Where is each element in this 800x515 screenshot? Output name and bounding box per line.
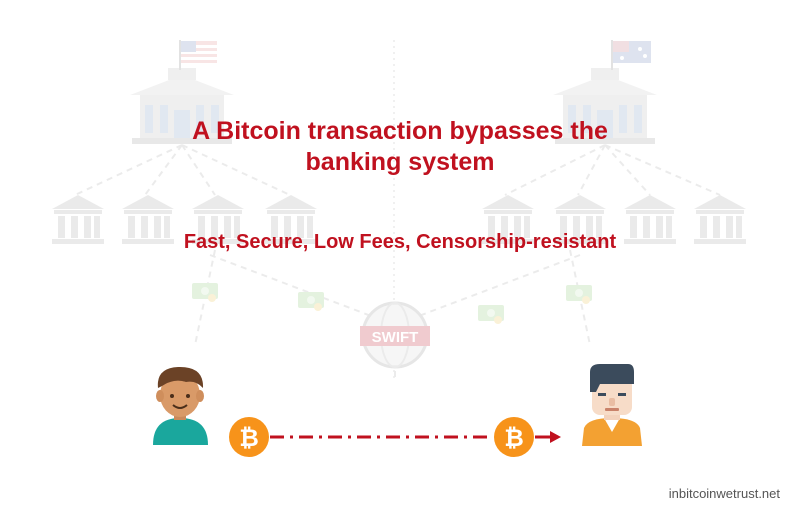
source-credit: inbitcoinwetrust.net	[668, 486, 780, 501]
bitcoin-coin-icon: ₿	[494, 417, 534, 457]
cash-note-icon	[478, 305, 504, 324]
bank-icon	[694, 195, 746, 244]
bank-icon	[122, 195, 174, 244]
bank-icon	[52, 195, 104, 244]
swift-globe-icon: SWIFT	[360, 301, 430, 369]
banking-network-background: SWIFT	[52, 40, 746, 380]
bitcoin-transfer-path	[270, 431, 561, 443]
bitcoin-symbol: ₿	[504, 424, 524, 452]
receiver-avatar	[582, 364, 642, 446]
cash-note-icons	[192, 283, 592, 324]
bitcoin-symbol: ₿	[239, 424, 259, 452]
bank-icon	[192, 195, 244, 244]
central-bank-right-icon	[553, 68, 657, 144]
cash-note-icon	[298, 292, 324, 311]
australia-flag-icon	[611, 40, 651, 70]
commercial-banks	[52, 195, 746, 244]
bitcoin-coin-icon: ₿	[229, 417, 269, 457]
swift-label: SWIFT	[372, 329, 419, 346]
headline-title: A Bitcoin transaction bypasses the banki…	[192, 117, 608, 177]
headline-subtitle: Fast, Secure, Low Fees, Censorship-resis…	[183, 231, 617, 253]
bank-icon	[265, 195, 317, 244]
bank-icon	[624, 195, 676, 244]
cash-note-icon	[192, 283, 218, 302]
central-bank-left-icon	[130, 68, 234, 144]
bank-icon	[554, 195, 606, 244]
bank-icon	[482, 195, 534, 244]
cash-note-icon	[566, 285, 592, 304]
arrow-right-icon	[550, 431, 561, 443]
sender-avatar	[153, 366, 208, 445]
united-states-flag-icon	[179, 40, 217, 70]
central-to-bank-links	[74, 144, 721, 196]
